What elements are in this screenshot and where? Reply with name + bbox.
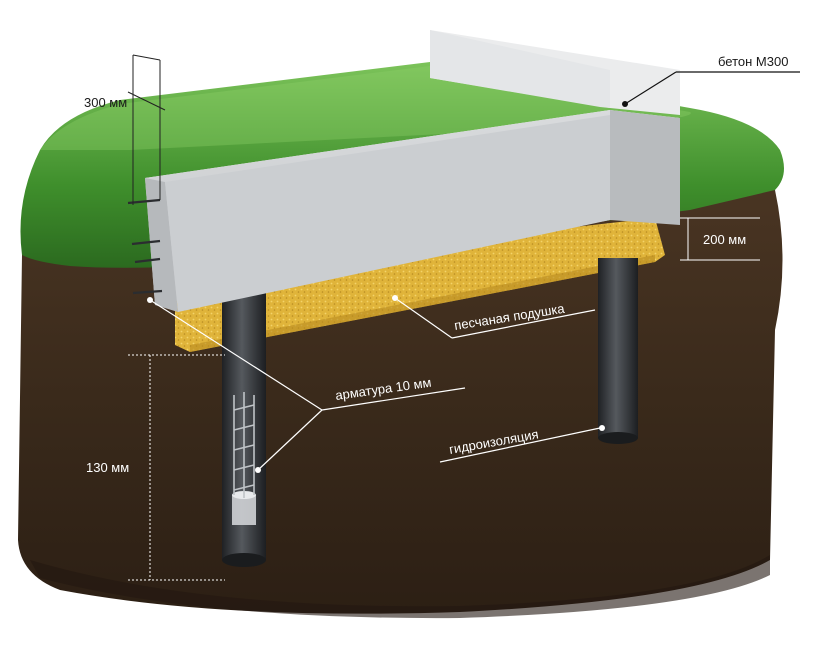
dimension-pile-depth bbox=[128, 354, 225, 581]
concrete-strip bbox=[145, 30, 680, 312]
dimension-width bbox=[127, 54, 166, 205]
leader-sand bbox=[394, 297, 596, 339]
concrete-label: бетон М300 bbox=[718, 54, 788, 69]
leader-waterproofing bbox=[439, 427, 601, 463]
rebar-cage bbox=[233, 392, 255, 498]
sand-cushion bbox=[175, 218, 665, 352]
pile-depth-label: 130 мм bbox=[86, 460, 129, 475]
leader-concrete bbox=[622, 71, 800, 107]
dimension-sand-height bbox=[680, 217, 760, 261]
leader-rebar bbox=[149, 299, 466, 471]
sand-height-label[interactable]: 200 мм bbox=[703, 232, 746, 247]
width-label: 300 мм bbox=[84, 95, 127, 110]
pile-right bbox=[598, 258, 638, 444]
